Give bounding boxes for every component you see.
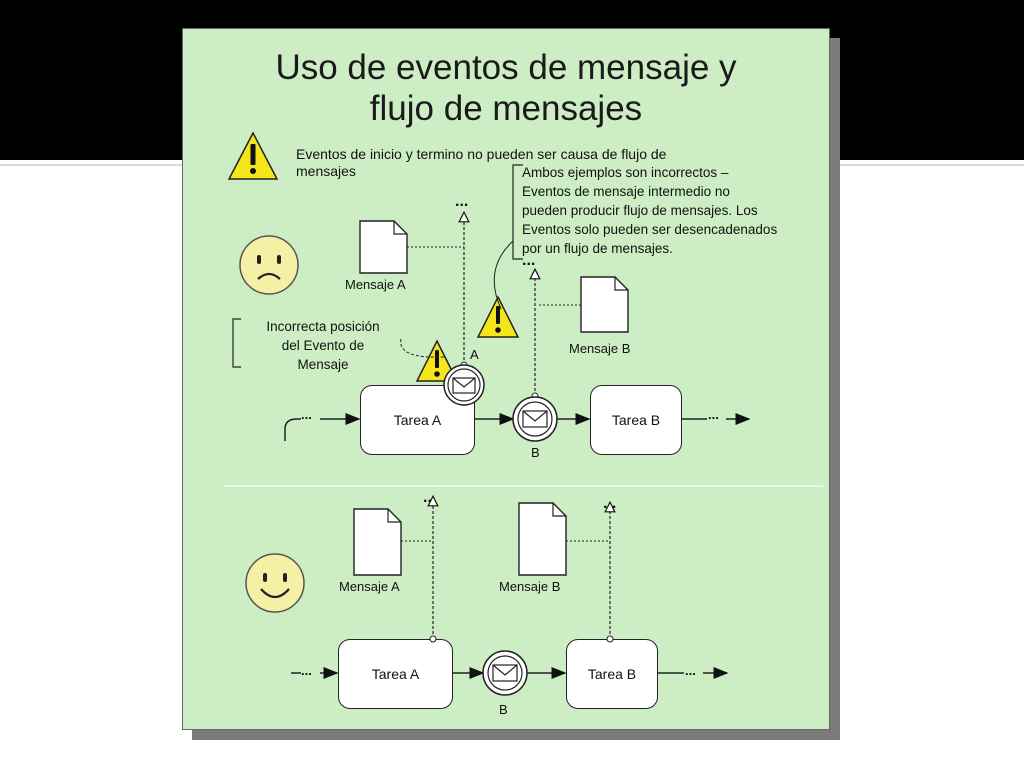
callout-note: Ambos ejemplos son incorrectos – Eventos… <box>522 163 842 258</box>
envelope-icon <box>452 377 476 394</box>
message-b-label-correct: Mensaje B <box>499 579 561 594</box>
diagram-graphics <box>223 131 823 696</box>
ellipsis-top-b: ... <box>522 252 536 269</box>
event-label-correct: B <box>499 702 508 717</box>
envelope-icon <box>492 664 518 682</box>
ellipsis-end-correct: ... <box>685 663 696 678</box>
warning-icon <box>227 131 279 180</box>
warning-icon <box>415 339 459 382</box>
warning-text-line-1: Eventos de inicio y termino no pueden se… <box>296 146 667 162</box>
ellipsis-start-correct: ... <box>301 663 312 678</box>
message-a-label-correct: Mensaje A <box>339 579 400 594</box>
document-icon <box>353 508 402 576</box>
message-flow-start <box>606 635 614 643</box>
message-event-b <box>512 396 558 442</box>
position-note-line-3: Mensaje <box>297 357 349 372</box>
message-b-label-incorrect: Mensaje B <box>569 341 631 356</box>
happy-face-icon <box>245 553 305 613</box>
message-event-correct <box>482 650 528 696</box>
callout-line-5: por un flujo de mensajes. <box>522 241 673 256</box>
task-b-correct: Tarea B <box>566 639 658 709</box>
title-line-1: Uso de eventos de mensaje y <box>275 48 737 87</box>
event-a-label: A <box>470 347 479 362</box>
sad-face-icon <box>239 235 299 295</box>
document-icon <box>518 502 567 576</box>
slide-title: Uso de eventos de mensaje y flujo de men… <box>183 47 829 129</box>
warning-text: Eventos de inicio y termino no pueden se… <box>296 146 816 180</box>
ellipsis-end-incorrect: ... <box>708 407 719 422</box>
document-icon <box>359 220 408 274</box>
callout-line-1: Ambos ejemplos son incorrectos – <box>522 165 729 180</box>
note-bracket <box>232 318 241 368</box>
callout-pointer <box>493 240 514 310</box>
callout-bracket <box>512 164 523 260</box>
position-note-line-2: del Evento de <box>281 338 365 353</box>
warning-text-line-2: mensajes <box>296 163 356 179</box>
ellipsis-start-incorrect: ... <box>301 407 312 422</box>
document-icon <box>580 276 629 333</box>
message-flow-start <box>429 635 437 643</box>
title-line-2: flujo de mensajes <box>369 89 643 128</box>
ellipsis-top-a: ... <box>455 193 469 210</box>
callout-line-4: Eventos solo pueden ser desencadenados <box>522 222 778 237</box>
warning-icon <box>476 295 520 338</box>
task-a-correct: Tarea A <box>338 639 453 709</box>
task-b-incorrect: Tarea B <box>590 385 682 455</box>
callout-line-3: pueden producir flujo de mensajes. Los <box>522 203 758 218</box>
callout-line-2: Eventos de mensaje intermedio no <box>522 184 730 199</box>
slide: Uso de eventos de mensaje y flujo de men… <box>182 28 840 740</box>
note-pointer <box>400 338 446 358</box>
position-note-line-1: Incorrecta posición <box>266 319 380 334</box>
message-event-a <box>443 364 485 406</box>
envelope-icon <box>522 410 548 428</box>
sequence-flow <box>284 418 301 441</box>
diagram-panel: Uso de eventos de mensaje y flujo de men… <box>182 28 830 730</box>
position-note: Incorrecta posición del Evento de Mensaj… <box>243 317 403 374</box>
event-b-label: B <box>531 445 540 460</box>
message-a-label-incorrect: Mensaje A <box>345 277 406 292</box>
